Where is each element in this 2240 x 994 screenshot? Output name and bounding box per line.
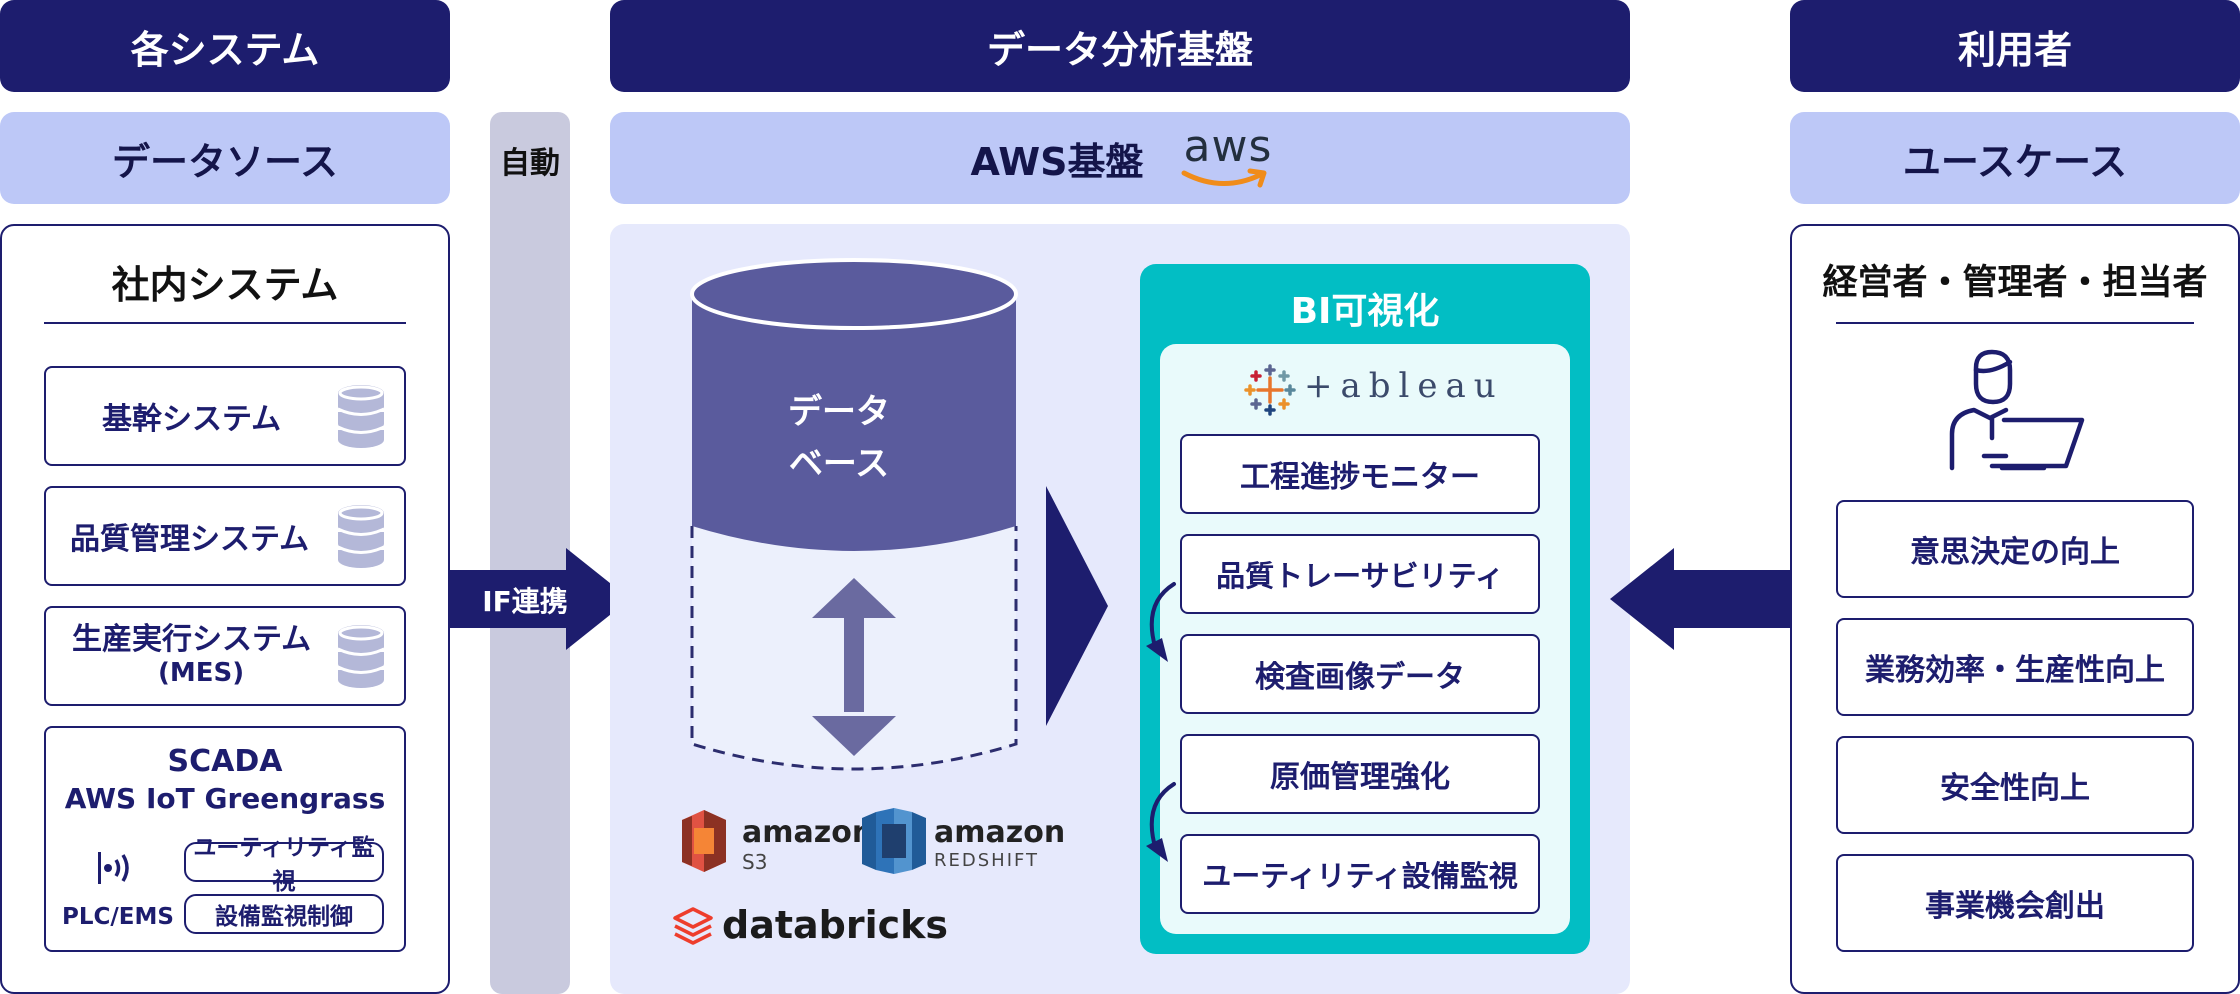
amazon-redshift-logo-icon [862,808,926,874]
curved-arrow-icon [1146,582,1176,662]
database-icon [337,625,385,688]
bi-item-utility-monitor: ユーティリティ設備監視 [1180,834,1540,914]
if-arrow-icon [450,548,630,650]
tableau-logo-icon [1244,364,1296,416]
aws-smile-icon [1181,168,1266,188]
redshift-sub-text: REDSHIFT [934,850,1040,871]
right-panel-title: 経営者・管理者・担当者 [1822,263,2208,303]
curved-arrow-icon [1146,782,1176,862]
usecase-efficiency: 業務効率・生産性向上 [1836,618,2194,716]
bi-title: BI可視化 [1290,291,1440,332]
s3-amazon-text: amazon [742,815,874,850]
flow-arrow-icon [1046,486,1108,726]
s3-sub-text: S3 [742,850,768,874]
subheader-usecase: ユースケース [1790,112,2240,204]
tableau-text: +ableau [1304,366,1504,406]
subheader-aws: AWS基盤 aws [610,112,1630,204]
system-item-label: 基幹システム [102,402,282,437]
subheader-datasource: データソース [0,112,450,204]
aws-label: AWS基盤 [970,139,1144,184]
header-systems: 各システム [0,0,450,92]
database-cylinder-icon [690,258,1018,771]
if-link-label: IF連携 [482,585,568,618]
right-title-rule [1836,322,2194,324]
sensor-signal-icon [98,852,129,884]
redshift-amazon-text: amazon [934,815,1066,850]
usecase-business-opportunity: 事業機会創出 [1836,854,2194,952]
aws-logo-text: aws [1183,121,1273,172]
databricks-text: databricks [722,903,949,947]
scada-label: SCADA [167,744,283,779]
bi-item-inspection-image: 検査画像データ [1180,634,1540,714]
user-laptop-icon [1949,349,2085,471]
database-label: データ ベース [686,386,1022,490]
database-label-line2: ベース [788,444,890,484]
system-item-label: 品質管理システム [70,522,310,557]
pill-equipment-control: 設備監視制御 [184,894,384,934]
pill-utility-monitor: ユーティリティ監視 [184,835,384,895]
header-platform: データ分析基盤 [610,0,1630,92]
mes-sub-label: (MES) [158,658,245,689]
amazon-s3-logo-icon [682,810,726,872]
header-users: 利用者 [1790,0,2240,92]
plc-ems-label: PLC/EMS [62,904,174,930]
user-arrow-icon [1610,548,1792,650]
bi-item-cost-management: 原価管理強化 [1180,734,1540,814]
aws-logo: aws [1180,121,1271,191]
database-label-line1: データ [788,392,890,432]
database-icon [337,505,385,568]
left-panel-title: 社内システム [111,263,339,307]
left-title-rule [44,322,406,324]
greengrass-label: AWS IoT Greengrass [64,782,386,815]
mes-label: 生産実行システム [72,622,312,658]
bi-item-process-monitor: 工程進捗モニター [1180,434,1540,514]
usecase-safety: 安全性向上 [1836,736,2194,834]
bi-item-quality-trace: 品質トレーサビリティ [1180,534,1540,614]
auto-label: 自動 [500,146,560,181]
usecase-decision-making: 意思決定の向上 [1836,500,2194,598]
auto-column: 自動 [490,112,570,994]
database-icon [337,385,385,448]
databricks-logo-icon [673,907,713,945]
system-item-scada: SCADA AWS IoT Greengrass PLC/EMS ユーティリティ… [44,726,406,952]
